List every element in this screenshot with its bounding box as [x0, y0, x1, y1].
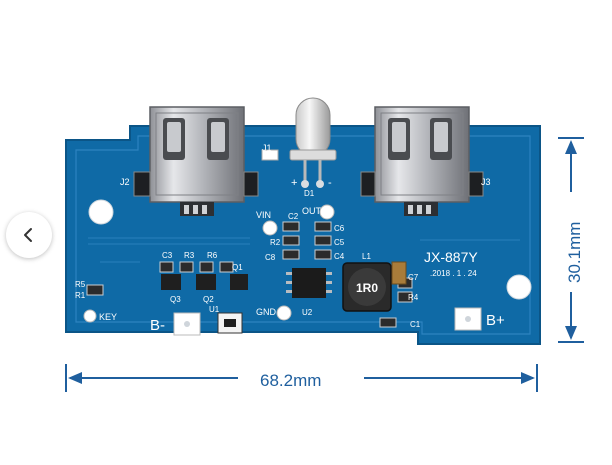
height-dimension: [558, 137, 584, 343]
mount-hole-right: [506, 274, 532, 300]
label-b-minus: B-: [150, 317, 165, 334]
width-dimension: [65, 364, 538, 392]
label-key: KEY: [99, 312, 117, 322]
label-vin: VIN: [256, 210, 271, 220]
connector-j3: [360, 171, 376, 197]
label-j1: J1: [262, 143, 272, 153]
label-l1: L1: [362, 252, 371, 261]
label-b-plus: B+: [486, 312, 505, 329]
label-r4: R4: [408, 293, 419, 302]
board-model: JX-887Y: [424, 249, 478, 265]
pad-vin: [262, 220, 278, 236]
height-label: 30.1mm: [565, 222, 584, 283]
label-r3: R3: [184, 251, 195, 260]
usb-port-right: [374, 106, 470, 216]
label-c2: C2: [288, 212, 299, 221]
pad-gnd: [276, 305, 292, 321]
label-c4: C4: [334, 252, 345, 261]
label-gnd: GND: [256, 307, 277, 317]
label-minus: -: [328, 177, 332, 189]
label-q2: Q2: [203, 295, 214, 304]
inductor-marking: 1R0: [356, 281, 378, 295]
label-j3: J3: [481, 177, 491, 187]
label-c3: C3: [162, 251, 173, 260]
label-q3: Q3: [170, 295, 181, 304]
mount-hole-left: [88, 199, 114, 225]
previous-image-button[interactable]: [6, 212, 52, 258]
label-d1: D1: [304, 189, 315, 198]
label-c1: C1: [410, 320, 421, 329]
chip-u2: [292, 268, 326, 298]
label-r5: R5: [75, 280, 86, 289]
label-r6: R6: [207, 251, 218, 260]
connector-j2: [133, 171, 151, 197]
capacitor-c7: [391, 261, 407, 285]
label-c6: C6: [334, 224, 345, 233]
transistor-q3: [161, 274, 181, 290]
label-c8: C8: [265, 253, 276, 262]
pad-key: [83, 309, 97, 323]
pad-out: [319, 204, 335, 220]
label-c7: C7: [408, 273, 419, 282]
led-d1: [289, 97, 337, 188]
chevron-left-icon: [24, 228, 32, 242]
label-q1: Q1: [232, 263, 243, 272]
label-c5: C5: [334, 238, 345, 247]
label-r01: R01: [227, 334, 242, 343]
transistor-q2: [196, 274, 216, 290]
width-label: 68.2mm: [260, 371, 321, 390]
label-plus: +: [291, 177, 297, 189]
board-date: .2018 . 1 . 24: [430, 269, 477, 278]
label-u1: U1: [209, 305, 220, 314]
label-r2: R2: [270, 238, 281, 247]
label-r1: R1: [75, 291, 86, 300]
label-out: OUT: [302, 206, 322, 216]
usb-port-left: [149, 106, 245, 216]
label-j2: J2: [120, 177, 130, 187]
label-u2: U2: [302, 308, 313, 317]
